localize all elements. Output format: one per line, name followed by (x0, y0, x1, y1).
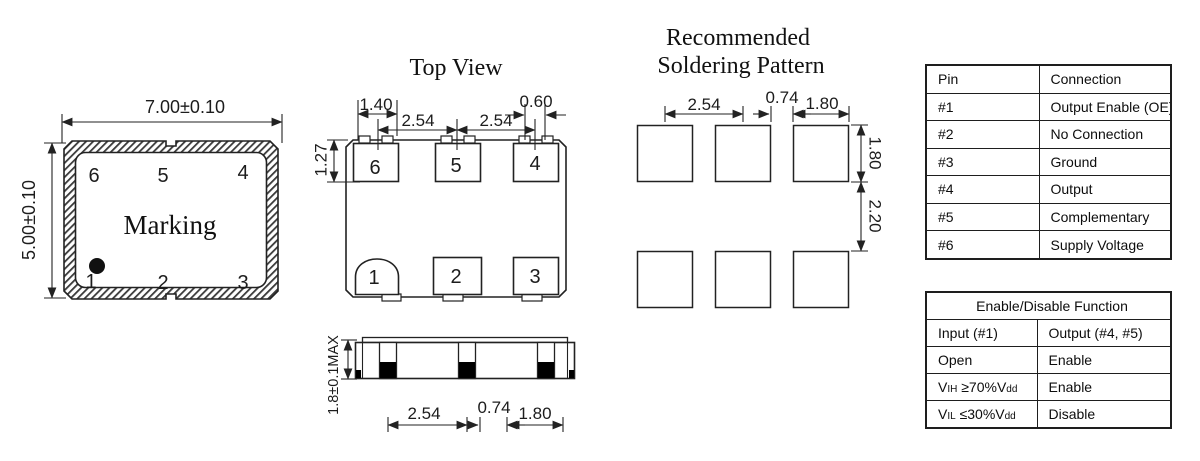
pin-cell: #3 (925, 147, 1040, 177)
pin-cell: #4 (925, 175, 1040, 204)
top-view-drawing: Top View 6 5 4 1 2 3 (311, 55, 567, 302)
top-view-pin-4: 4 (529, 153, 540, 175)
table-row: #2 No Connection (925, 120, 1172, 149)
top-view-pad-6 (352, 142, 400, 183)
soldering-dim-074-label: 0.74 (765, 88, 798, 107)
pin-cell: #5 (925, 202, 1040, 232)
package-outline-drawing: 7.00±0.10 5.00±0.10 6 5 4 1 2 3 Marking (19, 97, 283, 300)
enable-table-title: Enable/Disable Function (925, 291, 1172, 321)
output-cell: Disable (1036, 399, 1172, 429)
table-row: Open Enable (925, 346, 1172, 374)
pin-connection-table: Pin Connection #1 Output Enable (OE) #2 … (925, 64, 1172, 260)
input-cell: VIH ≥70%Vdd (925, 372, 1038, 401)
side-dim-180-label: 1.80 (518, 404, 551, 423)
package-pin-6: 6 (88, 165, 99, 187)
side-height-label: 1.8±0.1MAX (326, 335, 342, 415)
pin-header-cell: Pin (925, 64, 1040, 94)
table-header-row: Pin Connection (925, 64, 1172, 94)
top-view-pad-1 (354, 258, 400, 296)
package-height-label: 5.00±0.10 (19, 180, 39, 260)
top-view-pin-2: 2 (450, 266, 461, 288)
soldering-pads (636, 124, 850, 309)
dim-254-right-label: 2.54 (479, 111, 512, 130)
input-cell: VIL ≤30%Vdd (925, 399, 1038, 429)
soldering-pattern-drawing: Recommended Soldering Pattern 2.54 0.74 … (636, 25, 885, 309)
soldering-title-line2: Soldering Pattern (657, 53, 824, 79)
pin-cell: #1 (925, 92, 1040, 122)
input-header-cell: Input (#1) (925, 319, 1038, 348)
table-row: #3 Ground (925, 147, 1172, 177)
dim-254-left-label: 2.54 (401, 111, 434, 130)
connection-cell: Output (1038, 175, 1172, 204)
connection-cell: Output Enable (OE) (1038, 92, 1172, 122)
package-marking-label: Marking (124, 210, 217, 240)
package-pin-5: 5 (157, 165, 168, 187)
table-header-row: Input (#1) Output (#4, #5) (925, 319, 1172, 348)
side-view-height-dimension: 1.8±0.1MAX (326, 335, 357, 415)
package-pin-3: 3 (237, 272, 248, 294)
top-view-pad-4 (512, 142, 560, 183)
connection-cell: Ground (1038, 147, 1172, 177)
package-width-label: 7.00±0.10 (145, 97, 225, 117)
top-view-pad-2 (432, 256, 483, 296)
connection-cell: Complementary (1038, 202, 1172, 232)
side-dim-074-label: 0.74 (477, 398, 510, 417)
side-view-bottom-dimensions: 2.54 0.74 1.80 (387, 398, 564, 432)
top-view-title: Top View (409, 55, 503, 81)
soldering-dim-220-label: 2.20 (866, 199, 885, 232)
soldering-dim-180-right-label: 1.80 (866, 136, 885, 169)
table-row: VIH ≥70%Vdd Enable (925, 372, 1172, 401)
output-header-cell: Output (#4, #5) (1036, 319, 1172, 348)
soldering-title-line1: Recommended (666, 25, 810, 51)
table-row: #6 Supply Voltage (925, 230, 1172, 260)
dim-127-label: 1.27 (311, 143, 330, 176)
package-pin-2: 2 (157, 272, 168, 294)
package-inner-cavity (74, 151, 268, 289)
top-view-pin-5: 5 (450, 155, 461, 177)
top-view-pin-6: 6 (369, 157, 380, 179)
top-view-dim-254: 2.54 2.54 (377, 111, 536, 150)
output-cell: Enable (1036, 372, 1172, 401)
connection-header-cell: Connection (1038, 64, 1172, 94)
top-view-dim-140: 1.40 (357, 95, 398, 140)
pin-cell: #2 (925, 120, 1040, 149)
pin1-marking-dot (89, 258, 105, 274)
package-height-dimension: 5.00±0.10 (19, 142, 66, 299)
dim-140-label: 1.40 (359, 95, 392, 114)
top-view-dim-127: 1.27 (311, 139, 360, 183)
top-view-pad-5 (434, 142, 482, 183)
package-width-dimension: 7.00±0.10 (61, 97, 283, 143)
side-view-pads (356, 341, 574, 380)
soldering-dim-180-top-label: 1.80 (805, 94, 838, 113)
connection-cell: No Connection (1038, 120, 1172, 149)
table-row: #1 Output Enable (OE) (925, 92, 1172, 122)
top-view-body (345, 139, 567, 298)
soldering-right-dimensions: 1.80 2.20 (851, 124, 885, 252)
top-view-pad-3 (512, 256, 560, 296)
package-pin-1: 1 (85, 271, 96, 293)
pin-cell: #6 (925, 230, 1040, 260)
package-pin-4: 4 (237, 162, 248, 184)
table-row: #4 Output (925, 175, 1172, 204)
top-view-pin-3: 3 (529, 266, 540, 288)
side-dim-254-label: 2.54 (407, 404, 440, 423)
output-cell: Enable (1036, 346, 1172, 374)
table-row: VIL ≤30%Vdd Disable (925, 399, 1172, 429)
table-title-row: Enable/Disable Function (925, 291, 1172, 321)
soldering-dim-254-label: 2.54 (687, 95, 720, 114)
top-view-dim-060: 0.60 (505, 92, 566, 140)
input-cell: Open (925, 346, 1038, 374)
connection-cell: Supply Voltage (1038, 230, 1172, 260)
enable-disable-table: Enable/Disable Function Input (#1) Outpu… (925, 291, 1172, 429)
side-view-drawing: 1.8±0.1MAX 2.54 0.74 1.80 (326, 335, 576, 432)
soldering-top-dimensions: 2.54 0.74 1.80 (664, 88, 850, 122)
table-row: #5 Complementary (925, 202, 1172, 232)
dim-060-label: 0.60 (519, 92, 552, 111)
top-view-pin-1: 1 (368, 267, 379, 289)
